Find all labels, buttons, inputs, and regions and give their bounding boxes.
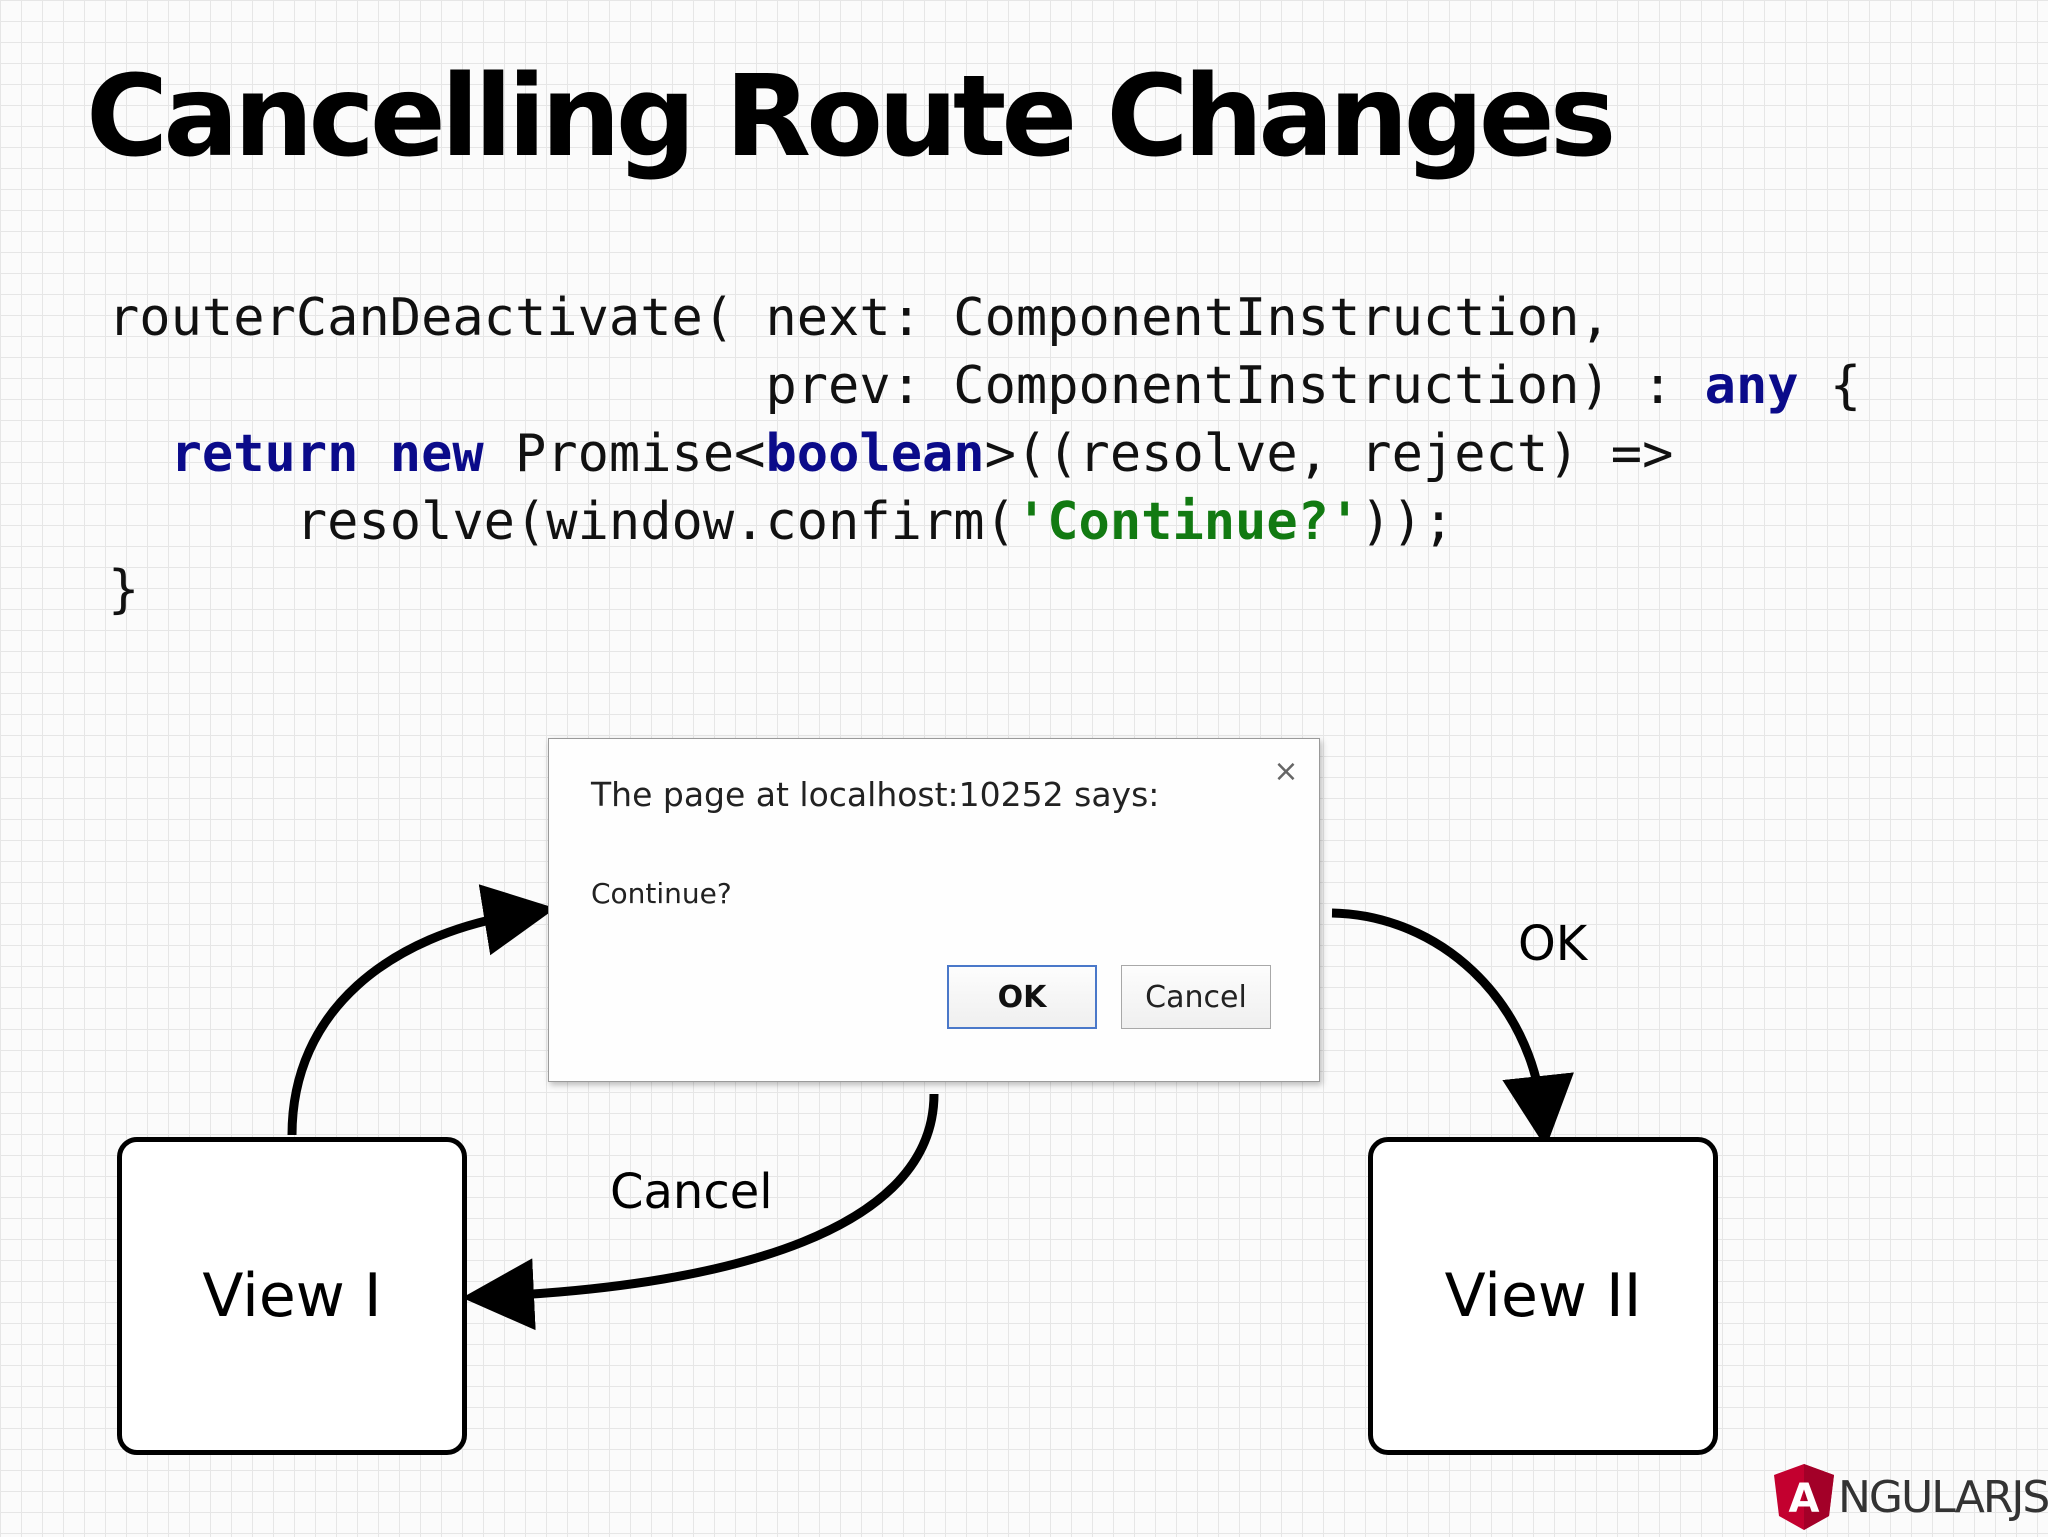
code-keyword: boolean [765, 424, 985, 484]
code-line-3: return new Promise<boolean>((resolve, re… [108, 420, 1674, 488]
code-text: Promise< [483, 424, 766, 484]
confirm-dialog: The page at localhost:10252 says: × Cont… [548, 738, 1320, 1082]
arrow-dialog-to-view1 [462, 1093, 939, 1331]
close-icon[interactable]: × [1273, 754, 1299, 789]
code-text: resolve(window.confirm( [108, 492, 1016, 552]
view-2-label: View II [1444, 1261, 1642, 1331]
logo-letter: A [1789, 1476, 1820, 1522]
code-keyword: any [1704, 356, 1799, 416]
dialog-heading: The page at localhost:10252 says: [591, 775, 1160, 814]
code-line-5: } [108, 560, 140, 620]
view-2-box: View II [1368, 1137, 1718, 1455]
slide-title: Cancelling Route Changes [86, 52, 1616, 182]
code-text: >((resolve, reject) => [984, 424, 1674, 484]
angularjs-logo: A NGULARJS [1772, 1462, 2048, 1532]
ok-button[interactable]: OK [947, 965, 1097, 1029]
code-keyword: new [389, 424, 484, 484]
code-line-1: routerCanDeactivate( next: ComponentInst… [108, 288, 1611, 348]
code-line-4: resolve(window.confirm('Continue?')); [108, 488, 1454, 556]
code-text: { [1798, 356, 1862, 416]
edge-label-cancel: Cancel [610, 1164, 773, 1220]
code-text: prev: ComponentInstruction) : [108, 356, 1705, 416]
arrow-view1-to-dialog [287, 884, 556, 1136]
cancel-button[interactable]: Cancel [1121, 965, 1271, 1029]
edge-label-ok: OK [1518, 916, 1588, 972]
view-1-label: View I [202, 1261, 382, 1331]
code-string: 'Continue?' [1015, 492, 1361, 552]
angular-shield-icon: A [1774, 1464, 1834, 1530]
view-1-box: View I [117, 1137, 467, 1455]
logo-wordmark: NGULARJS [1838, 1472, 2048, 1523]
arrow-dialog-to-view2 [1331, 908, 1574, 1148]
code-text: )); [1360, 492, 1455, 552]
code-line-2: prev: ComponentInstruction) : any { [108, 352, 1861, 420]
dialog-message: Continue? [591, 877, 732, 910]
code-keyword: return [170, 424, 359, 484]
